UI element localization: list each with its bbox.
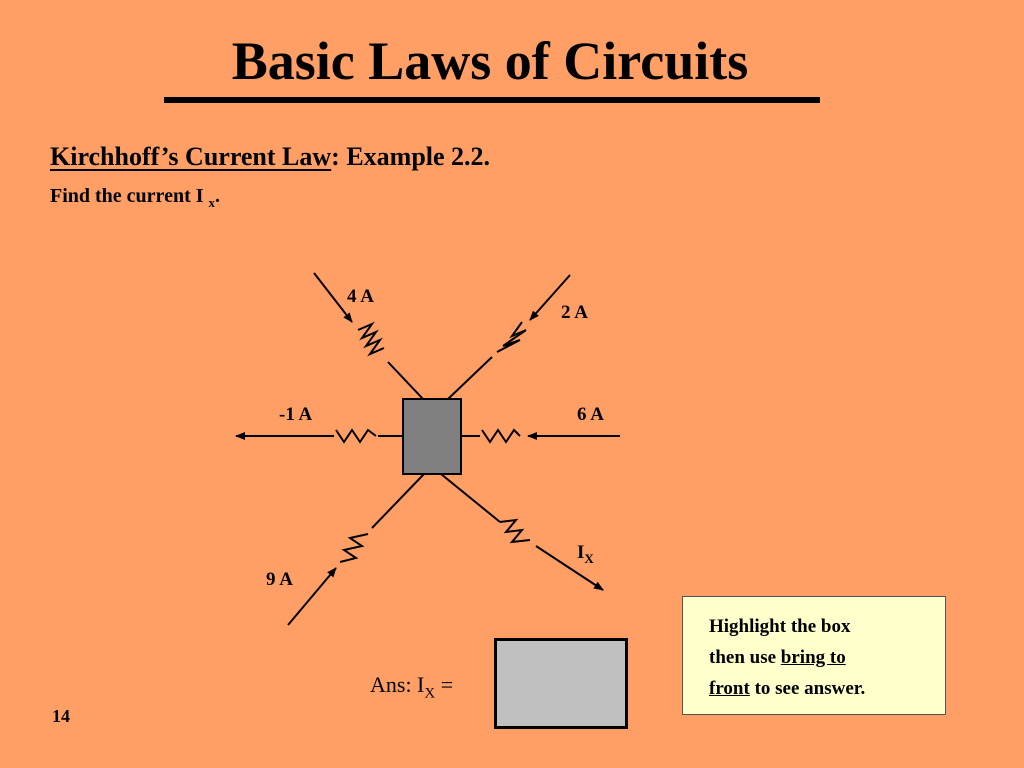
resistor-bottom-left xyxy=(339,533,369,563)
arrow-2a xyxy=(529,274,571,321)
answer-equals: = xyxy=(435,672,454,697)
example-number: : Example 2.2. xyxy=(331,142,491,171)
note-line-1: Highlight the box xyxy=(709,616,851,637)
law-name: Kirchhoff’s Current Law xyxy=(50,142,332,171)
label-2a: 2 A xyxy=(561,302,588,323)
branch-ix xyxy=(440,473,604,591)
arrow-9a xyxy=(287,567,337,626)
instruction-period: . xyxy=(215,185,221,207)
example-heading: Kirchhoff’s Current Law: Example 2.2. xyxy=(50,140,490,174)
title-underline xyxy=(164,97,820,103)
branch-9a xyxy=(287,473,425,626)
page-number: 14 xyxy=(52,706,70,726)
resistor-bottom-right xyxy=(499,518,531,544)
resistor-right xyxy=(481,428,521,444)
label-neg1a: -1 A xyxy=(279,404,313,425)
branch-4a xyxy=(313,272,424,400)
branch-2a xyxy=(447,274,571,400)
slide-title: Basic Laws of Circuits xyxy=(231,31,749,91)
answer-cover-box[interactable] xyxy=(494,638,628,729)
resistor-left xyxy=(335,428,377,444)
instruction-text: Find the current I xyxy=(50,185,209,207)
resistor-top-left xyxy=(357,321,385,357)
label-ix: IX xyxy=(577,542,594,570)
label-ix-sub: X xyxy=(584,550,594,566)
resistor-top-right xyxy=(496,321,527,353)
arrow-4a xyxy=(313,272,353,323)
note-front: front xyxy=(709,678,750,699)
answer-prefix: Ans: I xyxy=(370,672,425,697)
note-line-2: then use xyxy=(709,647,781,668)
note-bring-to: bring to xyxy=(780,647,846,668)
branch-neg1a xyxy=(235,428,403,444)
branch-6a xyxy=(461,428,620,444)
note-line-3: to see answer. xyxy=(749,678,866,699)
label-9a: 9 A xyxy=(266,569,293,590)
answer-subscript: X xyxy=(424,685,436,702)
instruction-subscript: x xyxy=(208,195,216,210)
instruction-note: Highlight the box then use bring to fron… xyxy=(682,596,946,715)
answer-label: Ans: IX = xyxy=(370,672,453,706)
label-ix-main: I xyxy=(577,542,585,563)
label-4a: 4 A xyxy=(347,286,374,307)
node-box xyxy=(402,398,462,475)
arrow-ix xyxy=(535,545,604,591)
label-6a: 6 A xyxy=(577,404,604,425)
problem-statement: Find the current I x. xyxy=(50,182,220,217)
